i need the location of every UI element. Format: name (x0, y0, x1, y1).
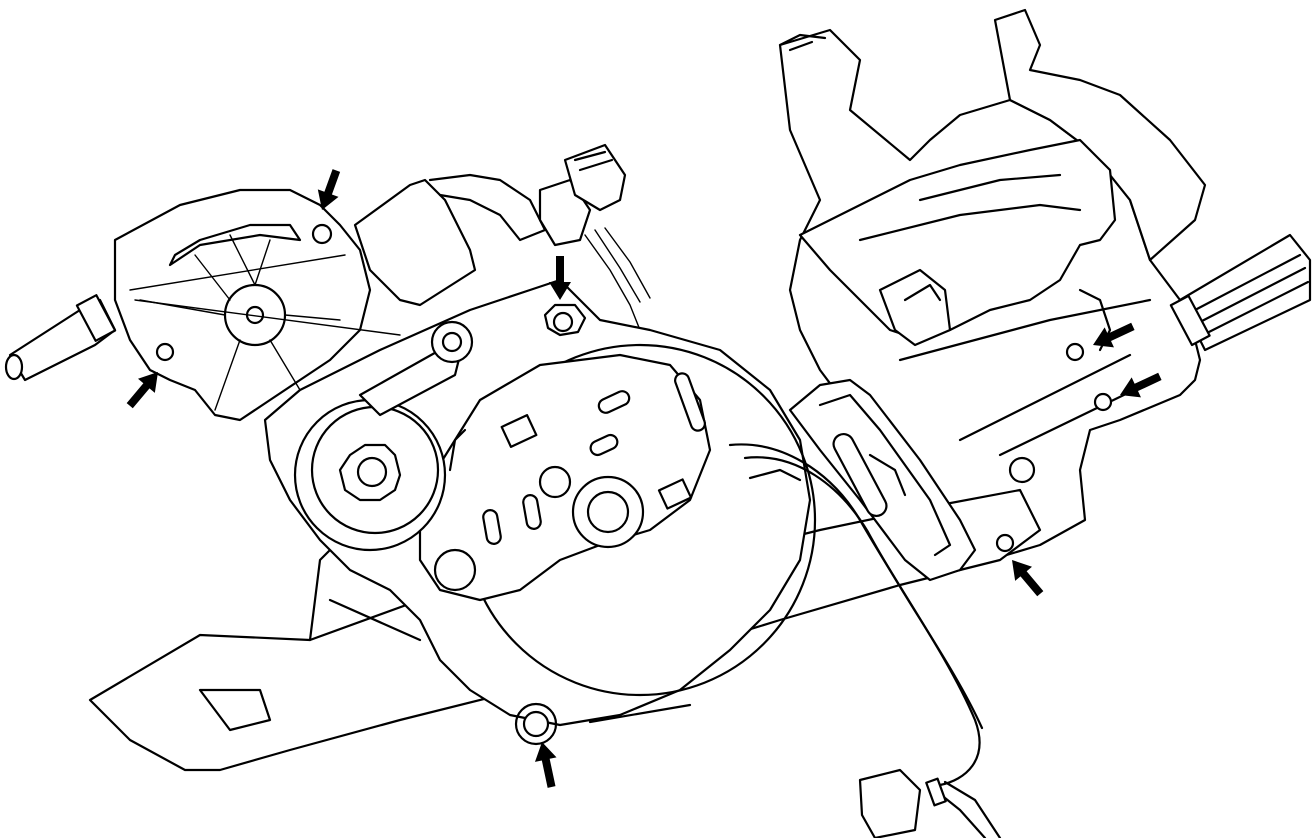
right-shaft (1169, 233, 1312, 352)
arrow-top-left-icon (317, 169, 341, 210)
cable-drum (293, 398, 467, 552)
arrow-right-upper-icon (1093, 322, 1135, 348)
arrow-right-bottom-icon (1012, 560, 1044, 597)
pulley-housing (113, 188, 401, 422)
crank-arm (358, 320, 474, 417)
arrow-right-lower-icon (1120, 372, 1162, 398)
arrow-bottom-icon (534, 742, 557, 788)
upper-bracket (778, 8, 1207, 572)
slider-plate (788, 378, 977, 582)
left-cable (4, 294, 117, 382)
connector-block (353, 143, 651, 331)
arrow-left-icon (126, 372, 158, 409)
wire-harness (728, 443, 1002, 838)
arrow-top-center-icon (549, 256, 571, 300)
callout-arrows (126, 169, 1162, 788)
mounting-holes (155, 223, 1113, 746)
